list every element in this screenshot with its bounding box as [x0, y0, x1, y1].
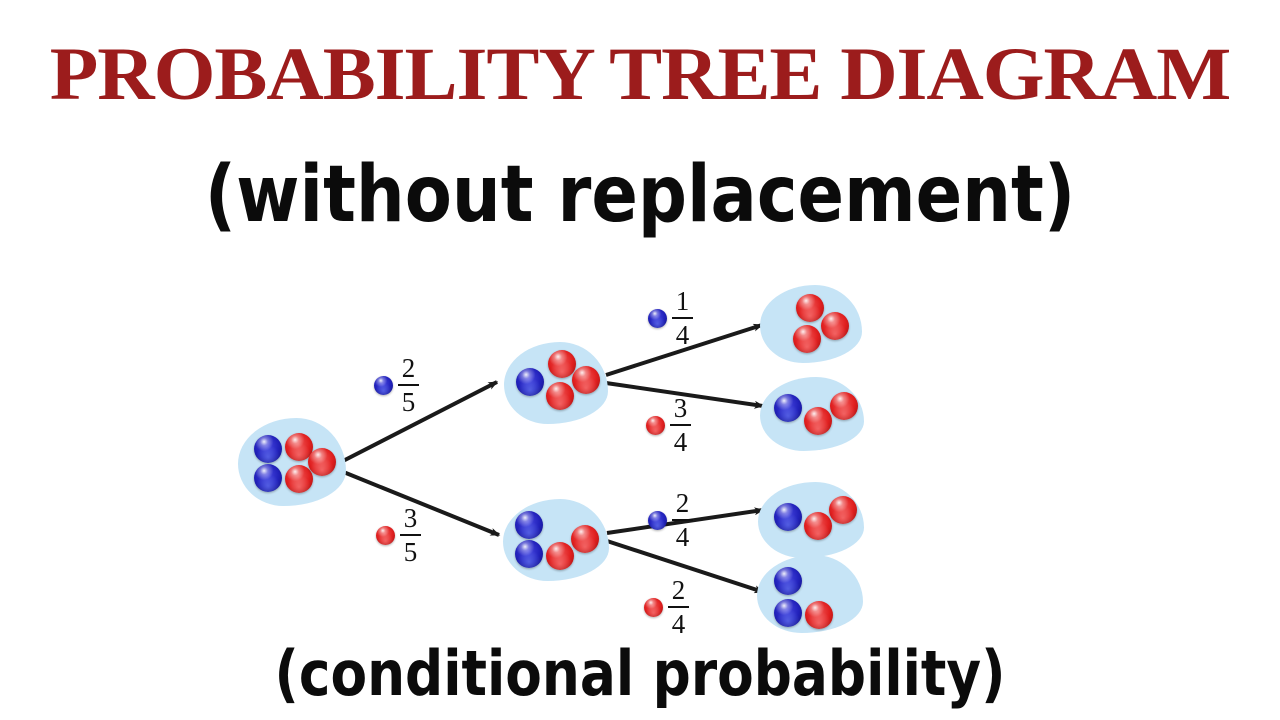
- marble-blue: [516, 368, 544, 396]
- marble-red: [548, 350, 576, 378]
- edge-label-blue-red: 3 4: [646, 395, 691, 456]
- marble-red: [821, 312, 849, 340]
- edge-label-red-red: 2 4: [644, 577, 689, 638]
- fraction-bar: [672, 519, 693, 521]
- fraction-numerator: 3: [403, 503, 418, 533]
- fraction-2-5: 2 5: [398, 355, 419, 416]
- marble-blue-icon: [648, 309, 667, 328]
- marble-blue: [774, 503, 802, 531]
- marble-red: [830, 392, 858, 420]
- marble-blue: [254, 435, 282, 463]
- marble-red-icon: [644, 598, 663, 617]
- branch-red-to-redred: [606, 539, 765, 594]
- page-subtitle: (without replacement): [204, 150, 1076, 240]
- branch-root-to-blue: [340, 380, 499, 464]
- branch-blue-to-blueblue: [605, 323, 764, 377]
- marble-blue: [774, 599, 802, 627]
- edge-label-root-red: 3 5: [376, 505, 421, 566]
- fraction-denominator: 4: [671, 609, 686, 639]
- fraction-numerator: 1: [675, 286, 690, 316]
- fraction-bar: [398, 384, 419, 386]
- fraction-numerator: 2: [401, 353, 416, 383]
- fraction-denominator: 5: [403, 537, 418, 567]
- page-caption: (conditional probability): [274, 637, 1006, 710]
- marble-red: [285, 465, 313, 493]
- marble-red: [571, 525, 599, 553]
- node-outcome-red-red: [757, 555, 863, 633]
- fraction-denominator: 4: [675, 320, 690, 350]
- fraction-3-4: 3 4: [670, 395, 691, 456]
- fraction-bar: [672, 317, 693, 319]
- node-red-first-draw: [503, 499, 609, 581]
- marble-red: [829, 496, 857, 524]
- edge-label-blue-blue: 1 4: [648, 288, 693, 349]
- edge-label-red-blue: 2 4: [648, 490, 693, 551]
- fraction-numerator: 2: [671, 575, 686, 605]
- edge-label-root-blue: 2 5: [374, 355, 419, 416]
- fraction-denominator: 4: [673, 427, 688, 457]
- node-outcome-blue-blue: [760, 285, 862, 363]
- marble-red-icon: [646, 416, 665, 435]
- fraction-denominator: 5: [401, 387, 416, 417]
- fraction-denominator: 4: [675, 522, 690, 552]
- branch-root-to-red: [340, 469, 501, 537]
- marble-red: [793, 325, 821, 353]
- fraction-2-4: 2 4: [668, 577, 689, 638]
- marble-red: [308, 448, 336, 476]
- marble-blue-icon: [648, 511, 667, 530]
- branch-red-to-redblue: [606, 507, 765, 535]
- branch-blue-to-bluered: [605, 381, 765, 409]
- page-title: PROBABILITY TREE DIAGRAM: [49, 33, 1232, 116]
- fraction-bar: [668, 606, 689, 608]
- marble-red: [546, 542, 574, 570]
- marble-red: [546, 382, 574, 410]
- marble-blue: [774, 567, 802, 595]
- marble-red: [572, 366, 600, 394]
- node-blue-first-draw: [504, 342, 608, 424]
- marble-red-icon: [376, 526, 395, 545]
- marble-red: [804, 512, 832, 540]
- fraction-numerator: 2: [675, 488, 690, 518]
- fraction-3-5: 3 5: [400, 505, 421, 566]
- marble-blue: [515, 540, 543, 568]
- marble-blue: [774, 394, 802, 422]
- node-outcome-blue-red: [760, 377, 864, 451]
- marble-red: [805, 601, 833, 629]
- marble-red: [804, 407, 832, 435]
- fraction-1-4: 1 4: [672, 288, 693, 349]
- marble-blue-icon: [374, 376, 393, 395]
- node-outcome-red-blue: [758, 482, 864, 558]
- fraction-bar: [670, 424, 691, 426]
- marble-blue: [515, 511, 543, 539]
- marble-blue: [254, 464, 282, 492]
- node-root: [238, 418, 346, 506]
- fraction-bar: [400, 534, 421, 536]
- fraction-2-4: 2 4: [672, 490, 693, 551]
- marble-red: [796, 294, 824, 322]
- fraction-numerator: 3: [673, 393, 688, 423]
